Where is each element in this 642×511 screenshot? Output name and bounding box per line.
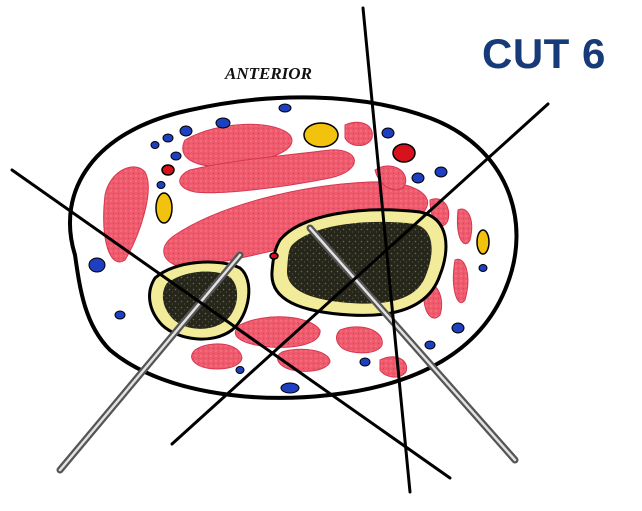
vein-2 <box>279 104 291 112</box>
nerve-1 <box>304 123 338 147</box>
vein-5 <box>151 142 159 149</box>
bone-large-core <box>287 222 432 304</box>
vein-4 <box>163 134 173 142</box>
nerve-2 <box>156 193 172 223</box>
vein-8 <box>89 258 105 272</box>
vein-6 <box>171 152 181 160</box>
vein-3 <box>180 126 192 136</box>
vein-9 <box>115 311 125 319</box>
vein-13 <box>479 265 487 272</box>
vein-15 <box>425 341 435 349</box>
muscle-anterior-3 <box>345 122 372 145</box>
vein-18 <box>236 367 244 374</box>
muscle-right-3 <box>453 259 467 302</box>
vein-14 <box>452 323 464 333</box>
artery-3 <box>270 253 278 259</box>
vein-16 <box>281 383 299 393</box>
vein-10 <box>382 128 394 138</box>
muscle-posterior-4 <box>277 349 330 371</box>
artery-2 <box>162 165 174 175</box>
vein-12 <box>435 167 447 177</box>
muscle-posterior-2 <box>192 344 242 369</box>
artery-1 <box>393 144 415 162</box>
vein-1 <box>216 118 230 128</box>
vein-7 <box>157 182 165 189</box>
muscle-posterior-5 <box>380 357 407 377</box>
nerve-3 <box>477 230 489 254</box>
vein-11 <box>412 173 424 183</box>
vein-17 <box>360 358 370 366</box>
